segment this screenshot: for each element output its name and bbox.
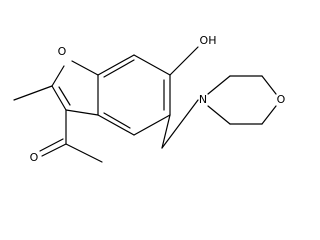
molecule-diagram: O OH N O O [13, 34, 286, 164]
carbonyl-oxygen-label: O [30, 151, 39, 164]
bond-c2-methyl [13, 85, 53, 101]
bond-c4-c5 [133, 54, 171, 76]
furan-oxygen-label: O [58, 45, 67, 58]
bond-o1-c2 [51, 65, 65, 87]
bond-c7-c7a [97, 114, 135, 136]
acetyl-group [39, 109, 103, 163]
bond-c2-c3 [51, 85, 67, 111]
bond-c-n-lower [207, 105, 231, 125]
morpholine-nitrogen-label: N [199, 93, 207, 106]
bond-c6-ch2 [161, 114, 171, 149]
bond-c6-c7 [133, 114, 171, 136]
bond-n-c-upper [207, 75, 231, 95]
bond-carbonyl-methyl [65, 143, 103, 163]
bond-o-c-lower [261, 105, 277, 125]
bond-c-o-upper [261, 75, 277, 95]
bond-ch2-n [161, 99, 199, 149]
bond-c7a-o1 [71, 60, 99, 76]
hydroxyl-label: OH [200, 34, 217, 47]
bond-double-inner-1 [103, 59, 135, 78]
bond-carbonyl-oxygen-double [39, 138, 64, 152]
molecule-structure: O OH N O O [13, 34, 286, 164]
bond-carbonyl-oxygen [41, 143, 67, 157]
furan-ring [51, 60, 99, 116]
benzene-ring [97, 54, 171, 136]
morpholine-oxygen-label: O [277, 93, 286, 106]
bond-c3-c3a [65, 109, 99, 116]
bond-double-inner-3 [103, 112, 131, 129]
bond-c5-oh [169, 46, 199, 76]
bond-c2-c3-double [58, 86, 71, 106]
morpholine-ring [207, 75, 277, 125]
bond-c3a-c4 [97, 54, 135, 76]
